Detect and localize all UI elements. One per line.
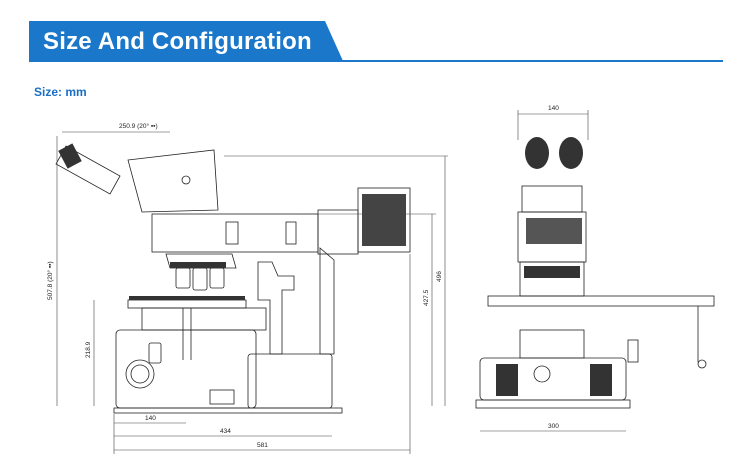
- side-view: [55, 145, 411, 414]
- front-pillar-box: [519, 329, 585, 359]
- front-nosepiece-ring: [524, 266, 580, 278]
- side-pillar: [319, 247, 335, 355]
- section-title: Size And Configuration: [43, 28, 312, 55]
- side-power-switch: [209, 389, 235, 405]
- side-stage-top: [129, 296, 245, 300]
- side-stage: [127, 299, 247, 309]
- side-base-plate: [113, 407, 343, 414]
- dim-width-581: 581: [257, 442, 268, 449]
- front-dimension-lines: [480, 110, 626, 432]
- front-base: [475, 399, 631, 409]
- side-objective-2: [192, 267, 208, 291]
- side-trinocular-head: [127, 149, 219, 213]
- header-divider: [29, 60, 723, 62]
- dim-width-140: 140: [145, 415, 156, 422]
- dim-front-top-width: 140: [548, 105, 559, 112]
- side-dimension-lines: [56, 131, 448, 454]
- side-front-housing: [115, 329, 257, 409]
- dim-stage-height: 218.9: [85, 341, 92, 358]
- side-nosepiece-ring: [170, 262, 226, 268]
- side-filter-slot-2: [285, 221, 297, 245]
- side-lamp-connector: [317, 209, 359, 255]
- side-objective-3: [209, 267, 225, 289]
- side-head-screw: [181, 175, 191, 185]
- side-eyepiece-dark: [58, 143, 82, 169]
- side-rear-housing: [247, 353, 333, 409]
- side-lamp-house: [357, 187, 411, 253]
- front-view-dark-parts: [496, 137, 612, 396]
- side-eyepiece-tube: [55, 145, 121, 195]
- side-stage-carrier: [141, 307, 267, 331]
- dim-top-width: 250.9 (20° ▪▪): [119, 122, 158, 130]
- side-focus-knob-outer: [125, 359, 155, 389]
- dim-total-height: 507.8 (20° ▪▪): [46, 261, 54, 300]
- front-focus-knob: [533, 365, 551, 383]
- dim-outer-height: 496: [436, 271, 443, 282]
- side-illuminator-body: [151, 213, 319, 253]
- side-filter-slot: [225, 221, 239, 245]
- side-arm: [257, 261, 295, 355]
- dim-inner-height: 427.5: [423, 289, 430, 306]
- front-left-knob: [496, 364, 518, 396]
- front-right-knob: [590, 364, 612, 396]
- side-coarse-knob: [148, 342, 162, 364]
- unit-label: Size: mm: [34, 85, 87, 99]
- side-objective-1: [175, 267, 191, 289]
- front-illuminator-panel: [526, 218, 582, 244]
- front-side-knob: [627, 339, 639, 363]
- side-focus-knob-inner: [130, 364, 150, 384]
- side-view-dark-parts: [58, 143, 406, 300]
- front-head: [521, 185, 583, 213]
- dim-width-434: 434: [220, 428, 231, 435]
- front-eyepiece-right: [559, 137, 583, 169]
- side-lamp-house-fill: [362, 194, 406, 246]
- front-handle-knob: [697, 359, 707, 369]
- front-eyepiece-left: [525, 137, 549, 169]
- side-nosepiece: [165, 253, 237, 269]
- banner-shape: [29, 21, 343, 61]
- front-view: [475, 185, 715, 409]
- section-header-banner: Size And Configuration: [29, 21, 343, 61]
- dim-front-base-width: 300: [548, 423, 559, 430]
- front-stage: [487, 295, 715, 307]
